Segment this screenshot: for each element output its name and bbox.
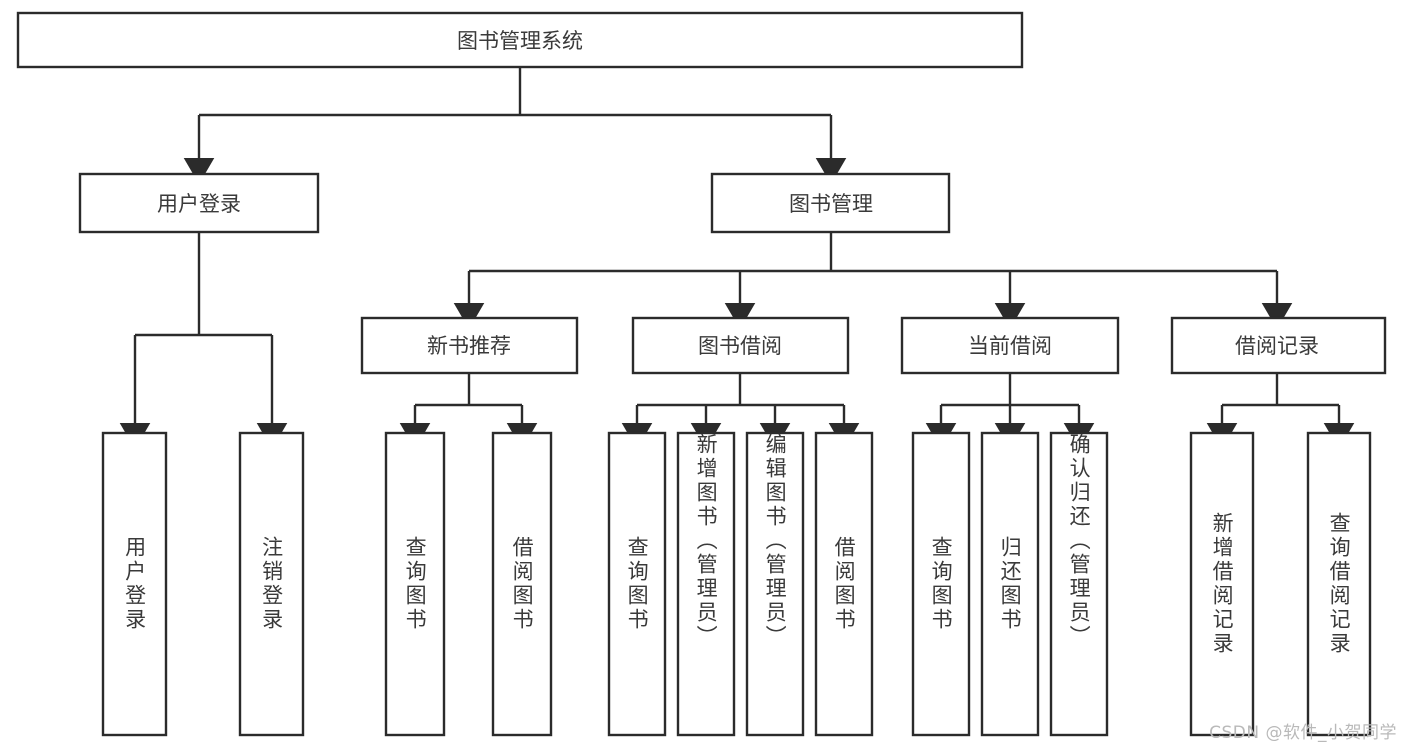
node-root-box[interactable] [16,11,1024,69]
csdn-watermark: CSDN @软件_小贺同学 [1209,723,1397,743]
leaf-book-borrow-4-box[interactable] [814,431,874,737]
leaf-current-borrow-1-box[interactable] [911,431,971,737]
node-book-borrow-label: 图书借阅 [698,334,782,358]
leaf-user-login-2-box[interactable] [238,431,305,737]
node-book-manage-label: 图书管理 [789,192,873,216]
node-new-book-recommend-label: 新书推荐 [427,334,511,358]
leaf-new-book-2-box[interactable] [491,431,553,737]
node-book-borrow-box[interactable] [631,316,850,375]
leaf-book-borrow-3-box[interactable] [745,431,805,737]
leaf-borrow-records-1-box[interactable] [1189,431,1255,737]
leaf-book-borrow-1-box[interactable] [607,431,667,737]
node-borrow-records-box[interactable] [1170,316,1387,375]
node-user-login-label: 用户登录 [157,192,241,216]
leaf-new-book-1-box[interactable] [384,431,446,737]
leaf-borrow-records-2-box[interactable] [1306,431,1372,737]
leaf-user-login-1-box[interactable] [101,431,168,737]
node-book-manage-box[interactable] [710,172,951,234]
node-borrow-records-label: 借阅记录 [1235,334,1319,358]
leaf-current-borrow-2-box[interactable] [980,431,1040,737]
leaf-current-borrow-3-box[interactable] [1049,431,1109,737]
node-new-book-recommend-box[interactable] [360,316,579,375]
leaf-book-borrow-2-box[interactable] [676,431,736,737]
node-current-borrow-box[interactable] [900,316,1120,375]
node-root-label: 图书管理系统 [457,29,583,53]
node-current-borrow-label: 当前借阅 [968,334,1052,358]
